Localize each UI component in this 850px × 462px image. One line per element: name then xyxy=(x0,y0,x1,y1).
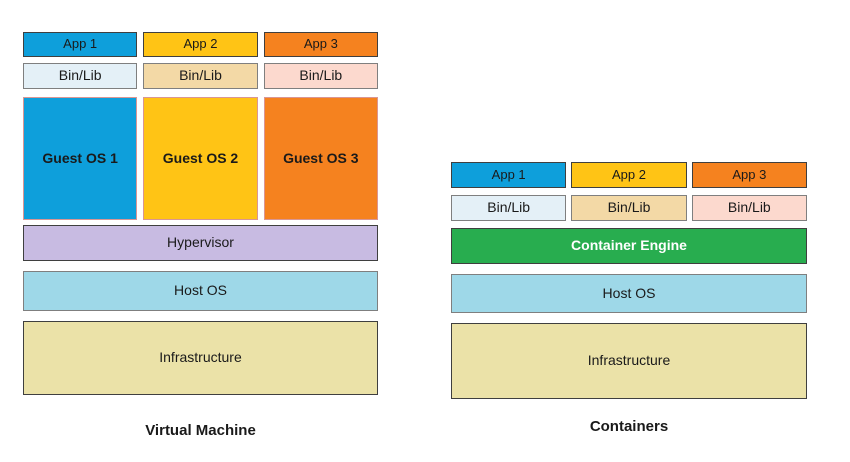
hypervisor-box: Hypervisor xyxy=(23,225,378,261)
containers-stack: App 1 App 2 App 3 Bin/Lib Bin/Lib Bin/Li… xyxy=(451,162,807,447)
vm-host-os-row: Host OS xyxy=(23,271,378,311)
vm-binlib-3-box: Bin/Lib xyxy=(263,63,378,89)
ct-host-os-row: Host OS xyxy=(451,274,807,313)
ct-app-2-box: App 2 xyxy=(571,162,687,188)
vm-infrastructure-row: Infrastructure xyxy=(23,321,378,395)
vm-stack-title-row: Virtual Machine xyxy=(23,421,378,441)
guest-os-1-box: Guest OS 1 xyxy=(23,97,138,220)
vm-guest-os-row: Guest OS 1 Guest OS 2 Guest OS 3 xyxy=(23,97,378,220)
ct-infrastructure-box: Infrastructure xyxy=(451,323,807,399)
ct-binlib-1-box: Bin/Lib xyxy=(451,195,567,221)
vm-stack: App 1 App 2 App 3 Bin/Lib Bin/Lib Bin/Li… xyxy=(23,32,378,442)
vm-binlib-2-box: Bin/Lib xyxy=(143,63,258,89)
ct-host-os-box: Host OS xyxy=(451,274,807,313)
hypervisor-row: Hypervisor xyxy=(23,225,378,261)
guest-os-3-box: Guest OS 3 xyxy=(263,97,378,220)
ct-infrastructure-row: Infrastructure xyxy=(451,323,807,399)
containers-stack-title-row: Containers xyxy=(451,417,807,437)
vm-app-3-box: App 3 xyxy=(263,32,378,57)
containers-stack-title: Containers xyxy=(589,417,669,435)
ct-app-row: App 1 App 2 App 3 xyxy=(451,162,807,188)
vm-app-2-box: App 2 xyxy=(143,32,258,57)
ct-app-1-box: App 1 xyxy=(451,162,567,188)
vm-binlib-1-box: Bin/Lib xyxy=(23,63,138,89)
ct-binlib-3-box: Bin/Lib xyxy=(691,195,807,221)
vm-host-os-box: Host OS xyxy=(23,271,378,311)
vm-infrastructure-box: Infrastructure xyxy=(23,321,378,395)
container-engine-box: Container Engine xyxy=(451,228,807,264)
vm-binlib-row: Bin/Lib Bin/Lib Bin/Lib xyxy=(23,63,378,89)
vm-app-row: App 1 App 2 App 3 xyxy=(23,32,378,57)
ct-app-3-box: App 3 xyxy=(691,162,807,188)
container-engine-row: Container Engine xyxy=(451,228,807,264)
vm-app-1-box: App 1 xyxy=(23,32,138,57)
ct-binlib-row: Bin/Lib Bin/Lib Bin/Lib xyxy=(451,195,807,221)
ct-binlib-2-box: Bin/Lib xyxy=(571,195,687,221)
vm-stack-title: Virtual Machine xyxy=(145,421,256,439)
guest-os-2-box: Guest OS 2 xyxy=(143,97,258,220)
